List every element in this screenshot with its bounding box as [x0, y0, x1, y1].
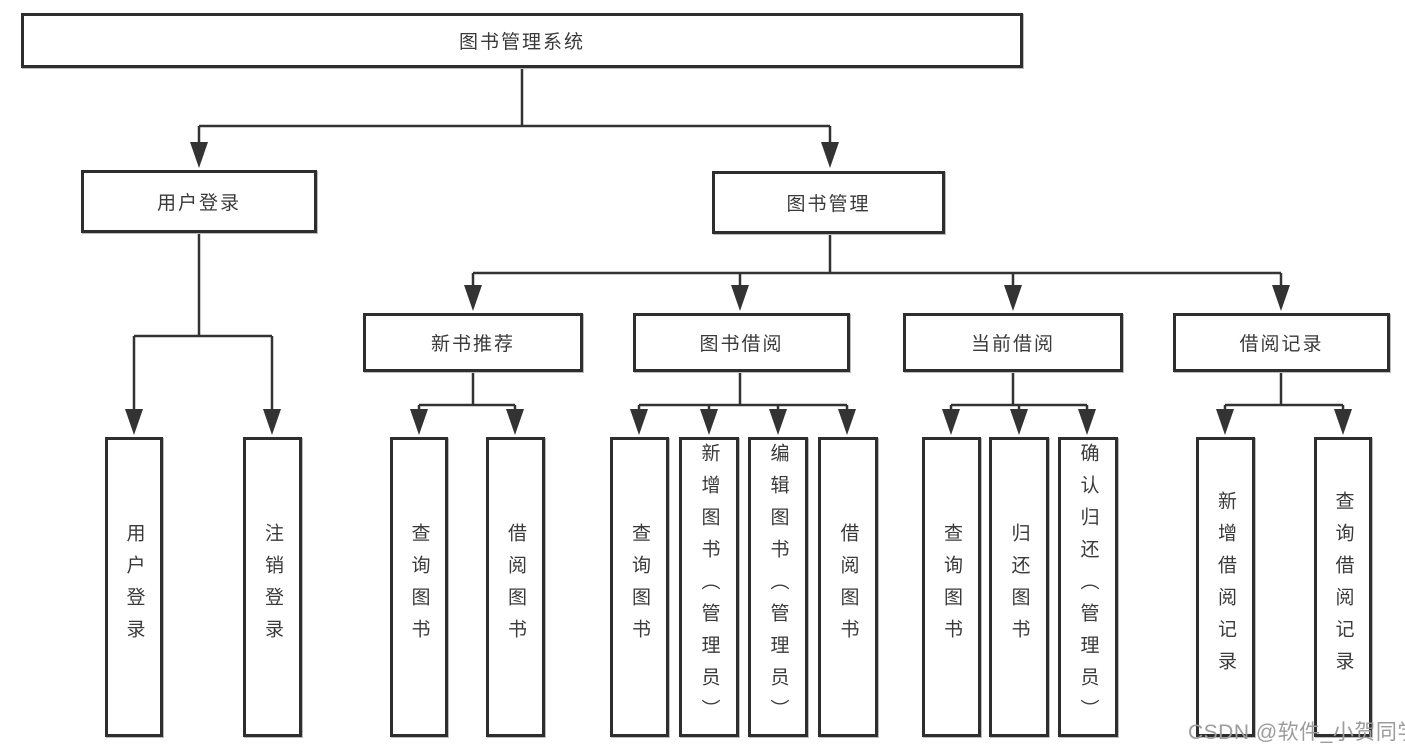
leaf-label: 新增借阅记录	[1215, 491, 1236, 683]
node-new-book-recommendation: 新书推荐	[363, 313, 583, 372]
arrowheads	[125, 142, 1352, 435]
node-book-management: 图书管理	[712, 171, 945, 234]
leaf-recommend-borrow-books: 借阅图书	[486, 437, 545, 737]
leaf-records-add-borrow-record: 新增借阅记录	[1196, 437, 1255, 737]
node-current-borrowing: 当前借阅	[903, 313, 1123, 372]
leaf-label: 借阅图书	[505, 523, 526, 651]
leaf-label: 注销登录	[262, 523, 283, 651]
leaf-borrowing-add-books-admin: 新增图书（管理员）	[679, 437, 739, 737]
leaf-borrowing-query-books: 查询图书	[610, 437, 669, 737]
leaf-current-confirm-return-admin: 确认归还（管理员）	[1058, 437, 1118, 737]
node-user-login: 用户登录	[81, 170, 317, 233]
leaf-label: 查询图书	[629, 523, 650, 651]
node-borrowing-records: 借阅记录	[1173, 313, 1390, 372]
leaf-label: 查询图书	[408, 523, 430, 651]
leaf-label: 编辑图书（管理员）	[767, 443, 789, 731]
leaf-borrowing-edit-books-admin: 编辑图书（管理员）	[748, 437, 808, 737]
leaf-records-query-borrow-record: 查询借阅记录	[1314, 437, 1372, 737]
csdn-watermark: CSDN @软件_小贺同学	[1188, 721, 1405, 744]
node-library-management-system: 图书管理系统	[21, 13, 1023, 68]
leaf-label: 用户登录	[123, 523, 145, 651]
leaf-recommend-query-books: 查询图书	[390, 437, 448, 737]
leaf-label: 借阅图书	[837, 523, 859, 651]
leaf-label: 确认归还（管理员）	[1077, 443, 1099, 731]
leaf-label: 查询借阅记录	[1332, 491, 1354, 683]
leaf-label: 归还图书	[1008, 523, 1030, 651]
leaf-user-login: 用户登录	[105, 437, 163, 737]
leaf-logout-login: 注销登录	[243, 437, 302, 737]
node-book-borrowing: 图书借阅	[633, 313, 850, 372]
leaf-label: 新增图书（管理员）	[698, 443, 720, 731]
leaf-current-return-books: 归还图书	[989, 437, 1049, 737]
leaf-label: 查询图书	[941, 523, 962, 651]
leaf-borrowing-borrow-books: 借阅图书	[818, 437, 878, 737]
leaf-current-query-books: 查询图书	[922, 437, 981, 737]
